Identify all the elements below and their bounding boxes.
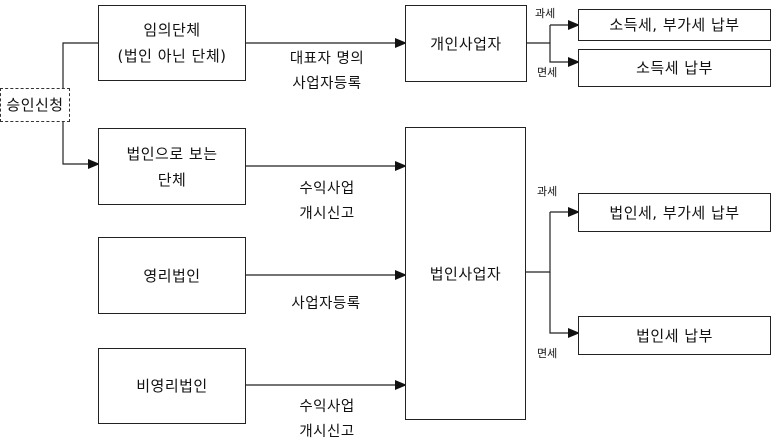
non-profit-corp-box: 비영리법인 [98, 348, 246, 424]
representative-registration-label: 대표자 명의 사업자등록 [268, 47, 386, 97]
individual-taxable-result-label: 소득세, 부가세 납부 [609, 16, 740, 34]
income-business-start-label-2: 수익사업 개시신고 [277, 395, 377, 445]
corporate-exempt-result-box: 법인세 납부 [578, 316, 771, 355]
temp-org-line1: 임의단체 [143, 21, 201, 39]
income-line2: 개시신고 [299, 206, 355, 222]
taxable-label-bottom: 과세 [537, 185, 558, 198]
corp-like-line1: 법인으로 보는 [126, 144, 218, 163]
apply-label: 승인신청 [6, 96, 64, 114]
corporate-exempt-arrow [549, 272, 580, 338]
corp-like-line2: 단체 [157, 170, 187, 189]
for-profit-corp-box: 영리법인 [98, 237, 246, 314]
individual-exempt-result-label: 소득세 납부 [636, 59, 713, 77]
corp-like-org-box: 법인으로 보는 단체 [98, 128, 246, 205]
apply-box: 승인신청 [0, 88, 70, 122]
non-profit-label: 비영리법인 [136, 377, 208, 395]
income-line1: 수익사업 [299, 181, 355, 197]
representative-line1: 대표자 명의 [289, 51, 365, 67]
corporate-taxable-result-label: 법인세, 부가세 납부 [609, 203, 740, 222]
representative-line2: 사업자등록 [292, 76, 362, 92]
exempt-label-top: 면세 [537, 66, 558, 79]
apply-to-corp-like-arrow [62, 122, 100, 169]
corporate-business-box: 법인사업자 [405, 127, 526, 420]
income-business-start-label-1: 수익사업 개시신고 [277, 177, 377, 227]
individual-exempt-result-box: 소득세 납부 [578, 49, 771, 87]
corporate-business-label: 법인사업자 [429, 264, 502, 283]
corporate-exempt-result-label: 법인세 납부 [636, 326, 713, 345]
corporate-branch-line [525, 212, 551, 273]
taxable-label-top: 과세 [535, 7, 556, 20]
for-profit-label: 영리법인 [143, 266, 201, 285]
temp-org-line2: (법인 아닌 단체) [117, 47, 227, 65]
business-registration-text: 사업자등록 [291, 296, 361, 312]
income2-line1: 수익사업 [299, 399, 355, 415]
business-registration-label: 사업자등록 [271, 292, 381, 317]
individual-taxable-result-box: 소득세, 부가세 납부 [578, 9, 771, 41]
exempt-label-bottom: 면세 [537, 347, 558, 360]
apply-to-temp-org-line [62, 42, 99, 88]
individual-exempt-arrow [549, 43, 580, 67]
income2-line2: 개시신고 [299, 424, 355, 440]
corporate-taxable-result-box: 법인세, 부가세 납부 [578, 193, 771, 232]
temp-org-box: 임의단체 (법인 아닌 단체) [98, 5, 246, 81]
individual-business-box: 개인사업자 [405, 5, 527, 82]
individual-branch-line [526, 25, 551, 44]
individual-business-label: 개인사업자 [430, 34, 502, 53]
